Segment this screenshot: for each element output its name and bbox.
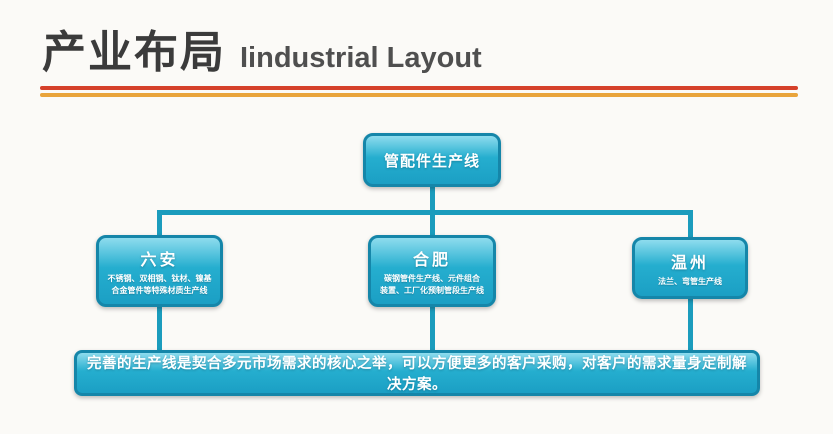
connector-hefei-to-footer bbox=[430, 305, 435, 353]
connector-wenzhou-to-footer bbox=[688, 297, 693, 353]
connector-drop-wenzhou bbox=[688, 210, 693, 238]
divider-orange-line bbox=[40, 93, 798, 97]
connector-drop-luan bbox=[157, 210, 162, 238]
hefei-node-description: 碳钢管件生产线、元件组合 装置、工厂化预制管段生产线 bbox=[380, 273, 484, 295]
divider-red-line bbox=[40, 86, 798, 90]
diagram-node-wenzhou: 温州 法兰、弯管生产线 bbox=[632, 237, 748, 299]
connector-drop-hefei bbox=[430, 210, 435, 238]
page-title-english: Iindustrial Layout bbox=[240, 42, 482, 74]
diagram-node-root: 管配件生产线 bbox=[363, 133, 501, 187]
wenzhou-node-description: 法兰、弯管生产线 bbox=[658, 276, 722, 286]
wenzhou-node-label: 温州 bbox=[670, 254, 709, 272]
diagram-node-hefei: 合肥 碳钢管件生产线、元件组合 装置、工厂化预制管段生产线 bbox=[368, 235, 496, 307]
diagram-node-luan: 六安 不锈钢、双相钢、钛材、镍基 合金管件等特殊材质生产线 bbox=[96, 235, 223, 307]
connector-root-drop bbox=[430, 185, 435, 215]
page-title: 产业布局 Iindustrial Layout bbox=[42, 16, 482, 80]
connector-luan-to-footer bbox=[157, 305, 162, 353]
page-title-chinese: 产业布局 bbox=[42, 28, 226, 77]
luan-node-label: 六安 bbox=[140, 251, 179, 269]
hefei-node-label: 合肥 bbox=[412, 251, 451, 269]
luan-node-description: 不锈钢、双相钢、钛材、镍基 合金管件等特殊材质生产线 bbox=[107, 273, 212, 295]
connector-horizontal-bus bbox=[157, 210, 693, 215]
diagram-footer-summary: 完善的生产线是契合多元市场需求的核心之举，可以方便更多的客户采购，对客户的需求量… bbox=[74, 350, 760, 396]
root-node-label: 管配件生产线 bbox=[383, 152, 480, 170]
